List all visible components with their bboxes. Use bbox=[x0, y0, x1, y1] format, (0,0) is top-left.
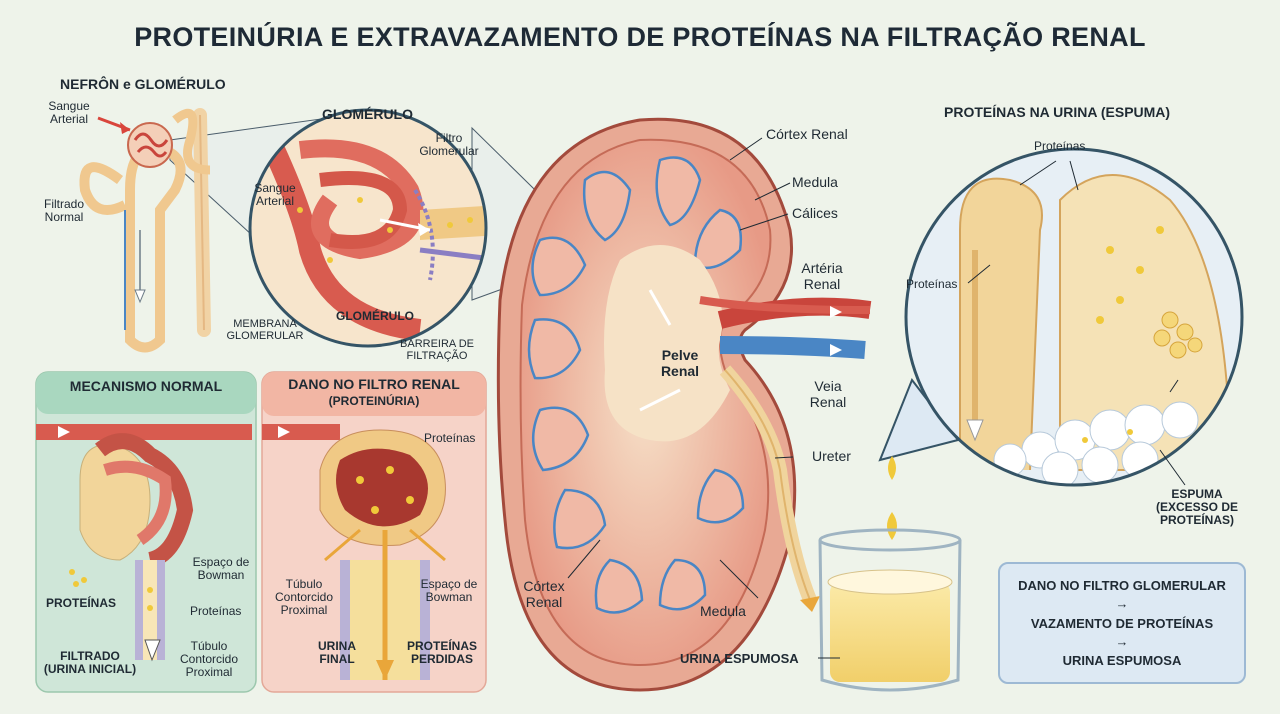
normal-mechanism-panel bbox=[35, 371, 257, 693]
normal-tubulo-label: Túbulo Contorcido Proximal bbox=[179, 639, 239, 679]
kidney-calices-label: Cálices bbox=[792, 205, 838, 221]
flow-arrow-2: → bbox=[1115, 634, 1129, 649]
urine-zoom-heading: PROTEÍNAS NA URINA (ESPUMA) bbox=[944, 104, 1171, 120]
nephron-heading: NEFRÔN e GLOMÉRULO bbox=[60, 76, 226, 92]
kidney-illustration bbox=[496, 117, 872, 692]
kidney-veia-label: Veia Renal bbox=[809, 378, 847, 410]
damage-tubulo-label: Túbulo Contorcido Proximal bbox=[274, 577, 334, 617]
nephron-sangue-arterial-label: Sangue Arterial bbox=[48, 99, 90, 126]
damage-urina-final-label: URINA FINAL bbox=[318, 639, 356, 666]
normal-panel-heading: MECANISMO NORMAL bbox=[69, 378, 223, 394]
nephron-illustration bbox=[79, 108, 211, 353]
damage-panel-heading: DANO NO FILTRO RENAL bbox=[288, 376, 460, 392]
kidney-pelve-label: Pelve Renal bbox=[660, 347, 700, 379]
filtro-glomerular-label: Filtro Glomerular bbox=[419, 131, 479, 158]
urine-proteinas-left-label: Proteínas bbox=[906, 277, 958, 291]
glomerulus-zoom-heading: GLOMÉRULO bbox=[322, 106, 413, 122]
flow-step-3: URINA ESPUMOSA bbox=[1062, 653, 1182, 668]
summary-flow-box: DANO NO FILTRO GLOMERULAR → VAZAMENTO DE… bbox=[998, 562, 1246, 684]
normal-filtrado-label: FILTRADO (URINA INICIAL) bbox=[43, 649, 137, 676]
urine-beaker bbox=[818, 456, 962, 692]
normal-proteinas-right-label: Proteínas bbox=[190, 604, 242, 618]
kidney-arteria-label: Artéria Renal bbox=[801, 260, 843, 292]
flow-arrow-1: → bbox=[1115, 596, 1129, 611]
kidney-medula-top-label: Medula bbox=[792, 174, 838, 190]
damage-proteinas-label: Proteínas bbox=[424, 431, 476, 445]
kidney-cortex-top-label: Córtex Renal bbox=[766, 126, 848, 142]
damage-proteinas-perdidas-label: PROTEÍNAS PERDIDAS bbox=[406, 639, 477, 666]
nephron-filtrado-normal-label: Filtrado Normal bbox=[43, 197, 84, 224]
damage-panel bbox=[261, 371, 487, 693]
flow-step-2: VAZAMENTO DE PROTEÍNAS bbox=[1030, 616, 1214, 631]
kidney-ureter-label: Ureter bbox=[812, 448, 851, 464]
flow-step-1: DANO NO FILTRO GLOMERULAR bbox=[1018, 578, 1226, 593]
urina-espumosa-label: URINA ESPUMOSA bbox=[680, 651, 799, 666]
normal-proteinas-left-label: PROTEÍNAS bbox=[46, 596, 117, 610]
glomerulus-zoom-circle bbox=[248, 108, 488, 348]
barreira-filtracao-label: BARREIRA DE FILTRAÇÃO bbox=[400, 338, 474, 362]
urine-zoom-circle bbox=[878, 147, 1244, 487]
kidney-medula-bottom-label: Medula bbox=[700, 603, 746, 619]
membrana-glomerular-label: MEMBRANA GLOMERULAR bbox=[226, 318, 304, 342]
espuma-label: ESPUMA (EXCESSO DE PROTEÍNAS) bbox=[1155, 487, 1239, 527]
damage-espaco-bowman-label: Espaço de Bowman bbox=[420, 577, 478, 604]
page-title: PROTEINÚRIA E EXTRAVAZAMENTO DE PROTEÍNA… bbox=[134, 22, 1146, 52]
kidney-cortex-bottom-label: Córtex Renal bbox=[523, 578, 565, 610]
glomerulus-sangue-arterial-label: Sangue Arterial bbox=[254, 181, 296, 208]
urine-proteinas-top-label: Proteínas bbox=[1034, 139, 1086, 153]
leader-lines bbox=[567, 137, 1186, 659]
normal-espaco-bowman-label: Espaço de Bowman bbox=[192, 555, 250, 582]
glomerulus-bottom-label: GLOMÉRULO bbox=[336, 309, 414, 323]
damage-panel-subheading: (PROTEINÚRIA) bbox=[328, 394, 420, 408]
